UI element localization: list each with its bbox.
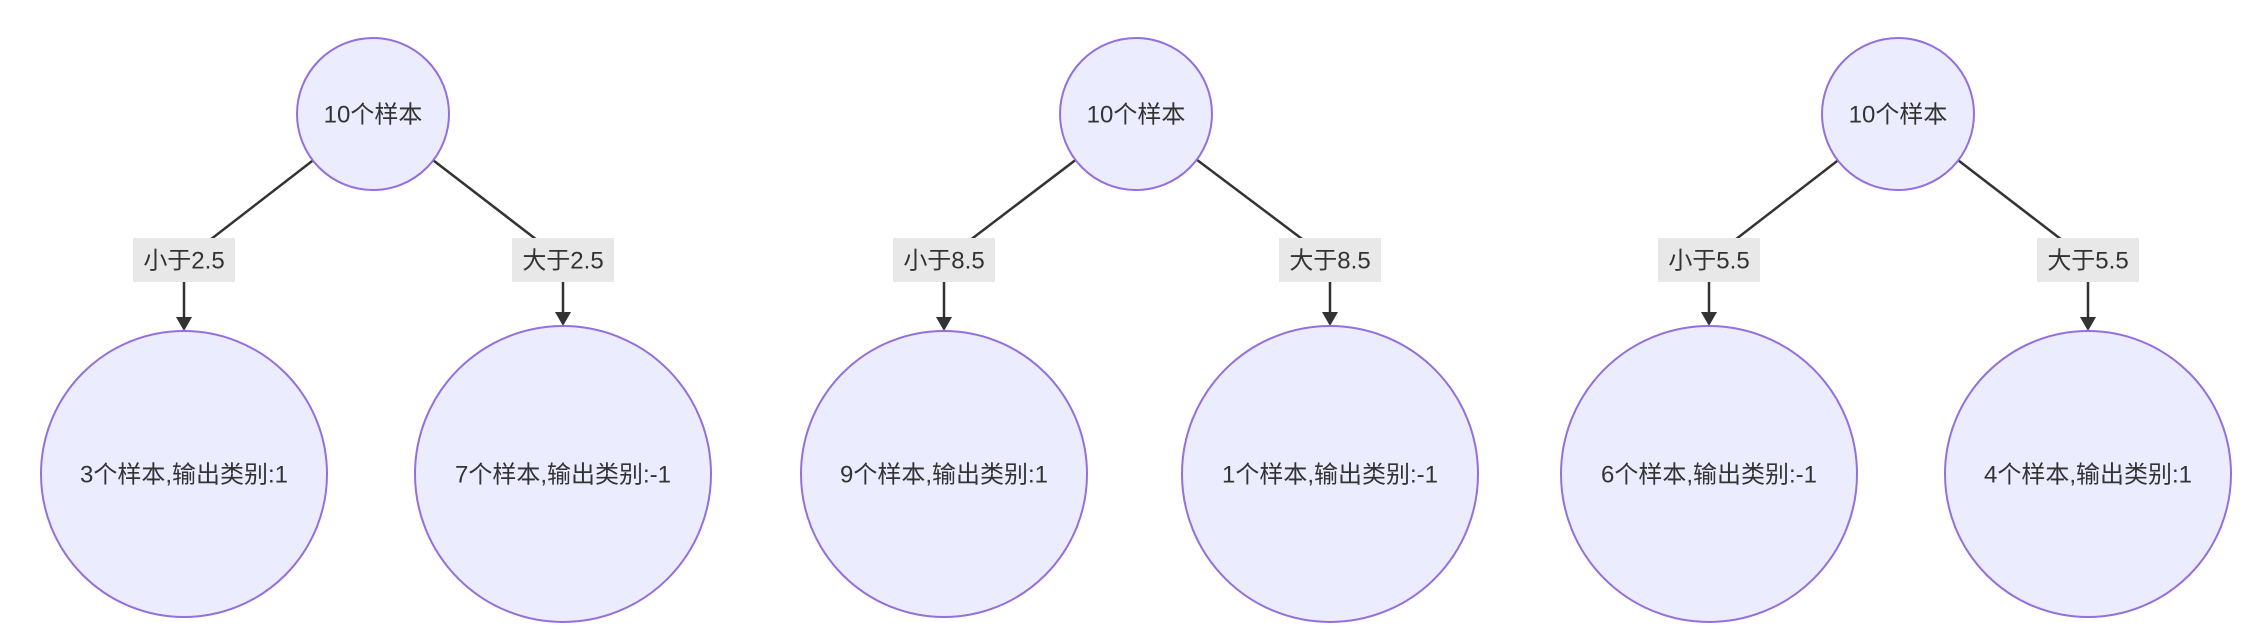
leaf-node-label: 1个样本,输出类别:-1 bbox=[1222, 462, 1438, 489]
root-node: 10个样本 bbox=[1059, 37, 1213, 191]
leaf-node-circle bbox=[1181, 325, 1479, 623]
leaf-node-left: 6个样本,输出类别:-1 bbox=[1560, 325, 1858, 623]
leaf-node-label: 6个样本,输出类别:-1 bbox=[1601, 462, 1817, 489]
root-node-label: 10个样本 bbox=[1087, 102, 1186, 129]
edge-label-text: 大于2.5 bbox=[522, 248, 603, 275]
root-node: 10个样本 bbox=[1821, 37, 1975, 191]
leaf-node-circle bbox=[1560, 325, 1858, 623]
leaf-node-label: 7个样本,输出类别:-1 bbox=[455, 462, 671, 489]
leaf-node-left: 9个样本,输出类别:1 bbox=[800, 330, 1088, 618]
arrowhead-icon bbox=[1322, 312, 1338, 326]
root-node-circle bbox=[1059, 37, 1213, 191]
arrowhead-icon bbox=[936, 317, 952, 331]
edge-label: 小于5.5 bbox=[1658, 238, 1760, 282]
edge-label-background bbox=[133, 238, 235, 282]
edge-label-text: 小于5.5 bbox=[1668, 248, 1749, 275]
edge-label-background bbox=[1658, 238, 1760, 282]
root-node-circle bbox=[296, 37, 450, 191]
edge-label-text: 小于2.5 bbox=[143, 248, 224, 275]
leaf-node-left: 3个样本,输出类别:1 bbox=[40, 330, 328, 618]
leaf-node-label: 4个样本,输出类别:1 bbox=[1984, 462, 2192, 489]
leaf-node-circle bbox=[40, 330, 328, 618]
edge-label: 大于5.5 bbox=[2037, 238, 2139, 282]
leaf-node-right: 7个样本,输出类别:-1 bbox=[414, 325, 712, 623]
edge-label: 大于8.5 bbox=[1279, 238, 1381, 282]
decision-tree: 小于5.5 大于5.5 6个样本,输出类别:-1 4个样本,输出类别:1 10个样本 bbox=[1560, 37, 2232, 623]
leaf-node-circle bbox=[800, 330, 1088, 618]
edge-label-background bbox=[893, 238, 995, 282]
edge-label: 大于2.5 bbox=[512, 238, 614, 282]
edge-label-text: 小于8.5 bbox=[903, 248, 984, 275]
leaf-node-right: 4个样本,输出类别:1 bbox=[1944, 330, 2232, 618]
root-node: 10个样本 bbox=[296, 37, 450, 191]
arrowhead-icon bbox=[555, 312, 571, 326]
edge-label: 小于2.5 bbox=[133, 238, 235, 282]
leaf-node-label: 3个样本,输出类别:1 bbox=[80, 462, 288, 489]
arrowhead-icon bbox=[2080, 317, 2096, 331]
edge-label: 小于8.5 bbox=[893, 238, 995, 282]
leaf-node-right: 1个样本,输出类别:-1 bbox=[1181, 325, 1479, 623]
edge-label-background bbox=[2037, 238, 2139, 282]
root-node-label: 10个样本 bbox=[1849, 102, 1948, 129]
arrowhead-icon bbox=[1701, 312, 1717, 326]
leaf-node-circle bbox=[1944, 330, 2232, 618]
arrowhead-icon bbox=[176, 317, 192, 331]
decision-tree: 小于8.5 大于8.5 9个样本,输出类别:1 1个样本,输出类别:-1 10个样本 bbox=[800, 37, 1479, 623]
edge-label-text: 大于5.5 bbox=[2047, 248, 2128, 275]
root-node-label: 10个样本 bbox=[324, 102, 423, 129]
root-node-circle bbox=[1821, 37, 1975, 191]
edge-label-background bbox=[1279, 238, 1381, 282]
edge-label-text: 大于8.5 bbox=[1289, 248, 1370, 275]
leaf-node-circle bbox=[414, 325, 712, 623]
decision-tree: 小于2.5 大于2.5 3个样本,输出类别:1 7个样本,输出类别:-1 10个样本 bbox=[40, 37, 712, 623]
edge-label-background bbox=[512, 238, 614, 282]
leaf-node-label: 9个样本,输出类别:1 bbox=[840, 462, 1048, 489]
